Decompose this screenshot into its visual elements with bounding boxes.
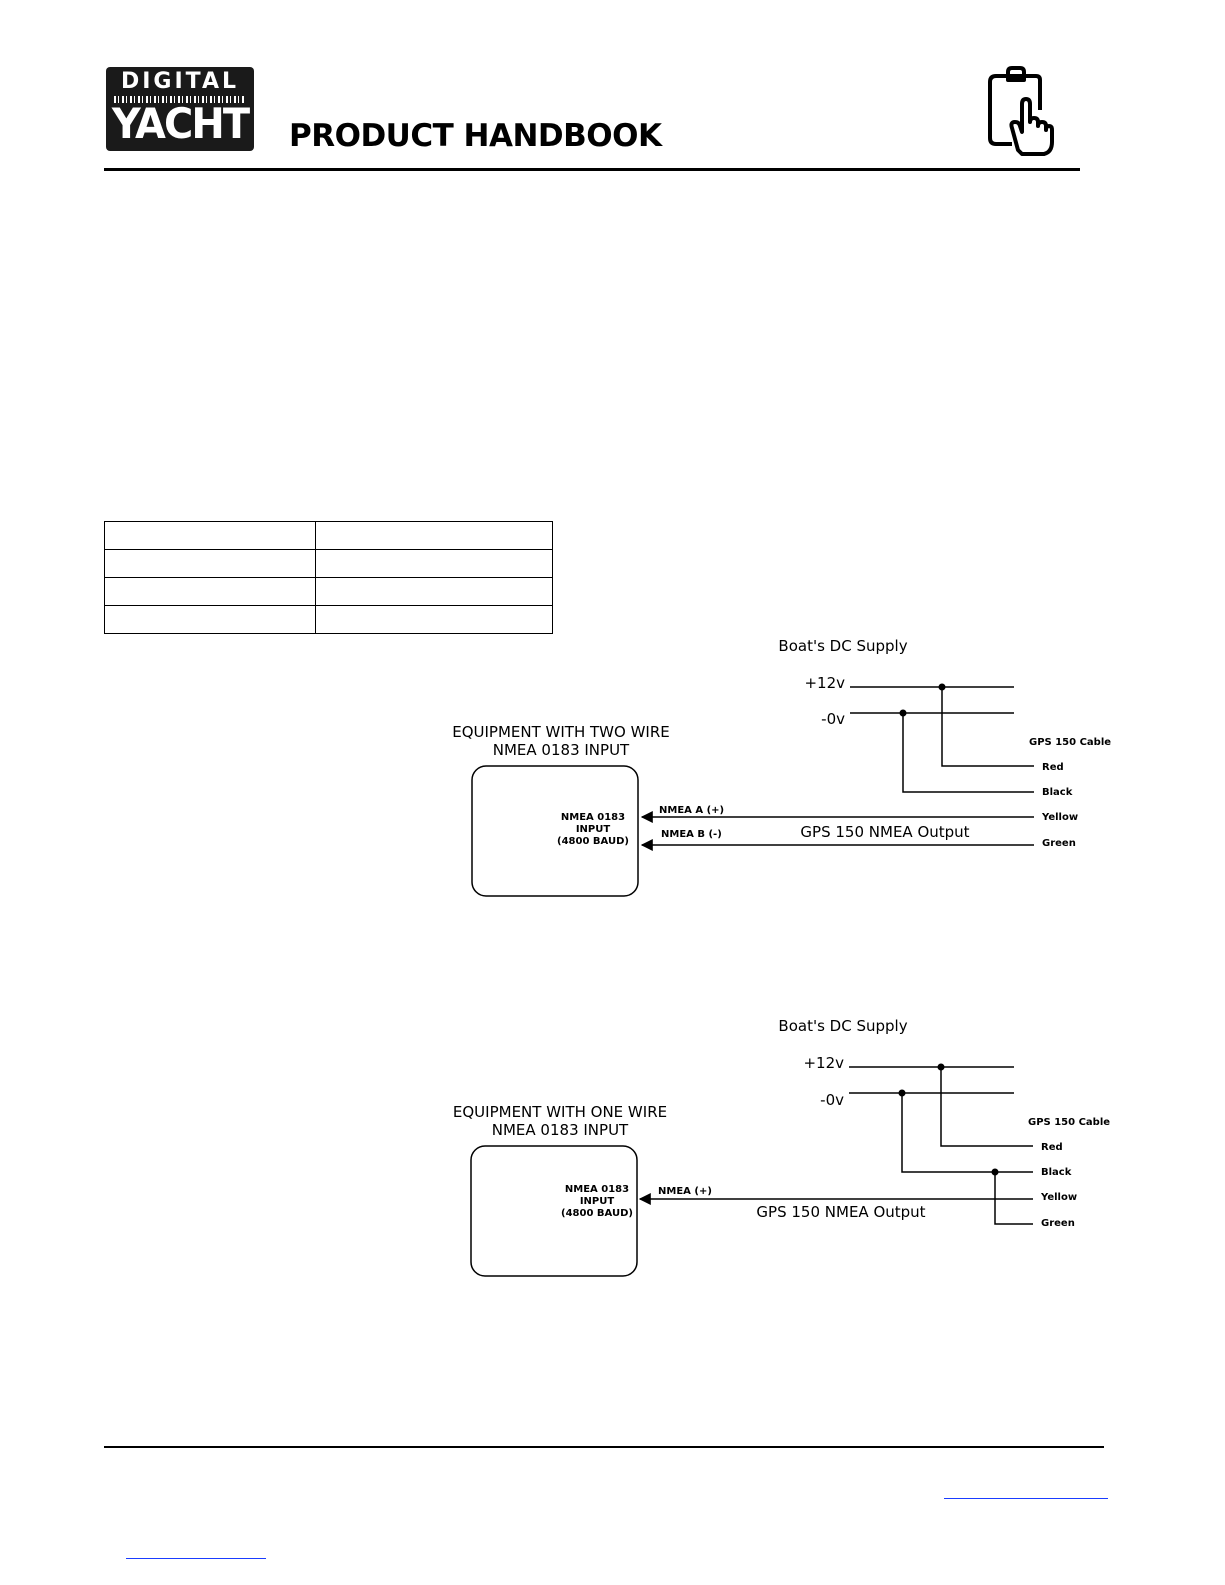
zero-volt-label: -0v — [821, 710, 845, 728]
table-cell — [104, 521, 316, 550]
equipment-box — [471, 765, 639, 897]
logo-barcode-stripe — [114, 96, 246, 103]
red-wire — [941, 687, 1034, 767]
zero-volt-label: -0v — [820, 1091, 844, 1109]
spec-table — [104, 521, 553, 634]
black-wire — [901, 1093, 1033, 1173]
equipment-title-line1: EQUIPMENT WITH TWO WIRE — [452, 723, 670, 741]
equipment-title-line1: EQUIPMENT WITH ONE WIRE — [453, 1103, 667, 1121]
green-wire — [994, 1172, 1033, 1225]
supply-title: Boat's DC Supply — [778, 637, 907, 655]
signal-label-b: NMEA B (-) — [661, 829, 722, 840]
output-label: GPS 150 NMEA Output — [756, 1203, 925, 1221]
digital-yacht-logo: DIGITAL YACHT — [106, 67, 254, 151]
input-label-line1: NMEA 0183 — [565, 1184, 629, 1195]
signal-label-a: NMEA A (+) — [659, 805, 724, 816]
signal-label-a: NMEA (+) — [658, 1186, 712, 1197]
table-cell — [315, 549, 553, 578]
wire-label-yellow: Yellow — [1040, 1192, 1077, 1203]
red-wire — [940, 1067, 1033, 1147]
black-wire — [902, 713, 1034, 793]
table-row — [104, 549, 553, 578]
table-row — [104, 605, 553, 634]
table-cell — [104, 549, 316, 578]
clipboard-touch-icon — [988, 66, 1054, 156]
wire-label-green: Green — [1042, 838, 1076, 849]
wire-label-green: Green — [1041, 1218, 1075, 1229]
wire-label-black: Black — [1041, 1167, 1072, 1178]
equipment-title-line2: NMEA 0183 INPUT — [492, 1121, 629, 1139]
input-label-line3: (4800 BAUD) — [561, 1208, 633, 1219]
input-label-line1: NMEA 0183 — [561, 812, 625, 823]
cable-title: GPS 150 Cable — [1028, 1117, 1110, 1128]
logo-text-yacht: YACHT — [111, 99, 250, 148]
table-cell — [315, 605, 553, 634]
supply-title: Boat's DC Supply — [778, 1017, 907, 1035]
one-wire-wiring-diagram: Boat's DC Supply +12v -0v GPS 150 Cable … — [453, 1017, 1110, 1277]
plus-12v-label: +12v — [804, 674, 845, 692]
table-row — [104, 521, 553, 550]
table-cell — [315, 521, 553, 550]
two-wire-wiring-diagram: Boat's DC Supply +12v -0v GPS 150 Cable … — [452, 637, 1111, 897]
footer-link-underline[interactable] — [944, 1498, 1108, 1499]
input-label-line3: (4800 BAUD) — [557, 836, 629, 847]
table-cell — [104, 605, 316, 634]
wire-label-red: Red — [1042, 762, 1064, 773]
wire-label-black: Black — [1042, 787, 1073, 798]
wire-label-red: Red — [1041, 1142, 1063, 1153]
footer-divider — [104, 1446, 1104, 1448]
table-row — [104, 577, 553, 606]
cable-title: GPS 150 Cable — [1029, 737, 1111, 748]
output-label: GPS 150 NMEA Output — [800, 823, 969, 841]
page-title: PRODUCT HANDBOOK — [289, 118, 662, 154]
plus-12v-label: +12v — [803, 1054, 844, 1072]
table-cell — [315, 577, 553, 606]
wire-label-yellow: Yellow — [1041, 812, 1078, 823]
logo-text-digital: DIGITAL — [120, 69, 240, 94]
equipment-box — [470, 1145, 638, 1277]
header-divider — [104, 168, 1080, 171]
input-label-line2: INPUT — [576, 824, 611, 835]
equipment-title-line2: NMEA 0183 INPUT — [493, 741, 630, 759]
footer-link-underline[interactable] — [126, 1558, 266, 1559]
table-cell — [104, 577, 316, 606]
input-label-line2: INPUT — [580, 1196, 615, 1207]
